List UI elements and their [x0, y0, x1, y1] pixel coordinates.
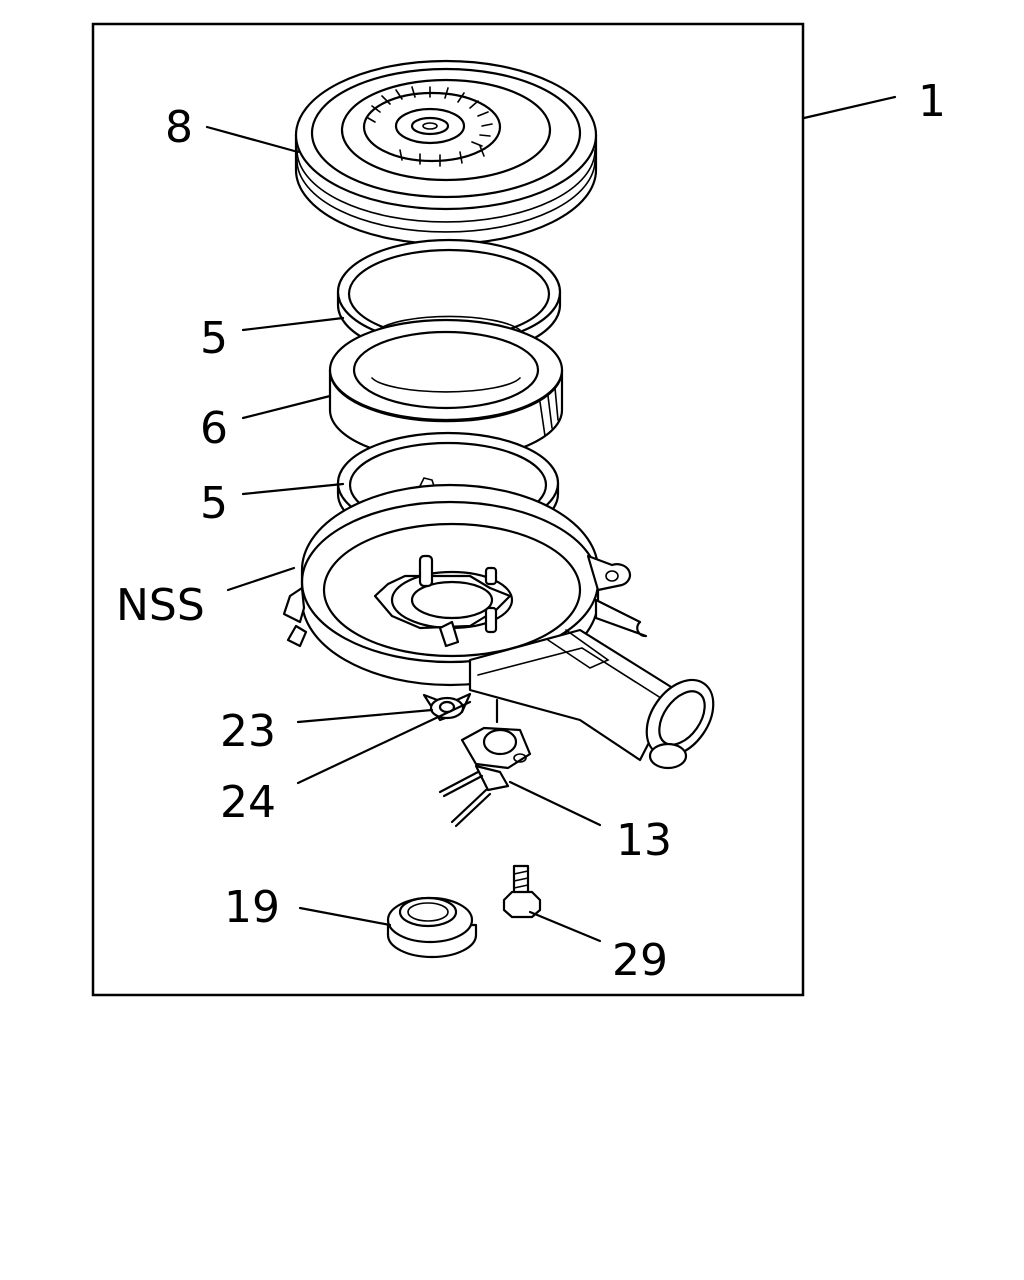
filter-element-part [328, 318, 564, 462]
upper-seal-part [336, 238, 562, 359]
label-cover: 8 [165, 102, 193, 153]
label-seal-lower: 5 [200, 478, 228, 529]
leader-lines [205, 95, 897, 943]
sensor-part [438, 698, 532, 828]
cover-part [294, 59, 598, 246]
label-seal-upper: 5 [200, 313, 228, 364]
parts-23-24 [422, 692, 472, 722]
diagram-frame [91, 22, 805, 997]
label-part-19: 19 [224, 882, 280, 933]
label-housing: NSS [116, 580, 205, 631]
label-part-24: 24 [220, 777, 276, 828]
label-part-23: 23 [220, 706, 276, 757]
grommet-part [386, 896, 478, 959]
label-element: 6 [200, 403, 228, 454]
label-part-13: 13 [616, 815, 672, 866]
label-part-29: 29 [612, 935, 668, 986]
label-assembly: 1 [918, 76, 946, 127]
bolt-part [502, 864, 542, 919]
housing-part [282, 483, 715, 770]
